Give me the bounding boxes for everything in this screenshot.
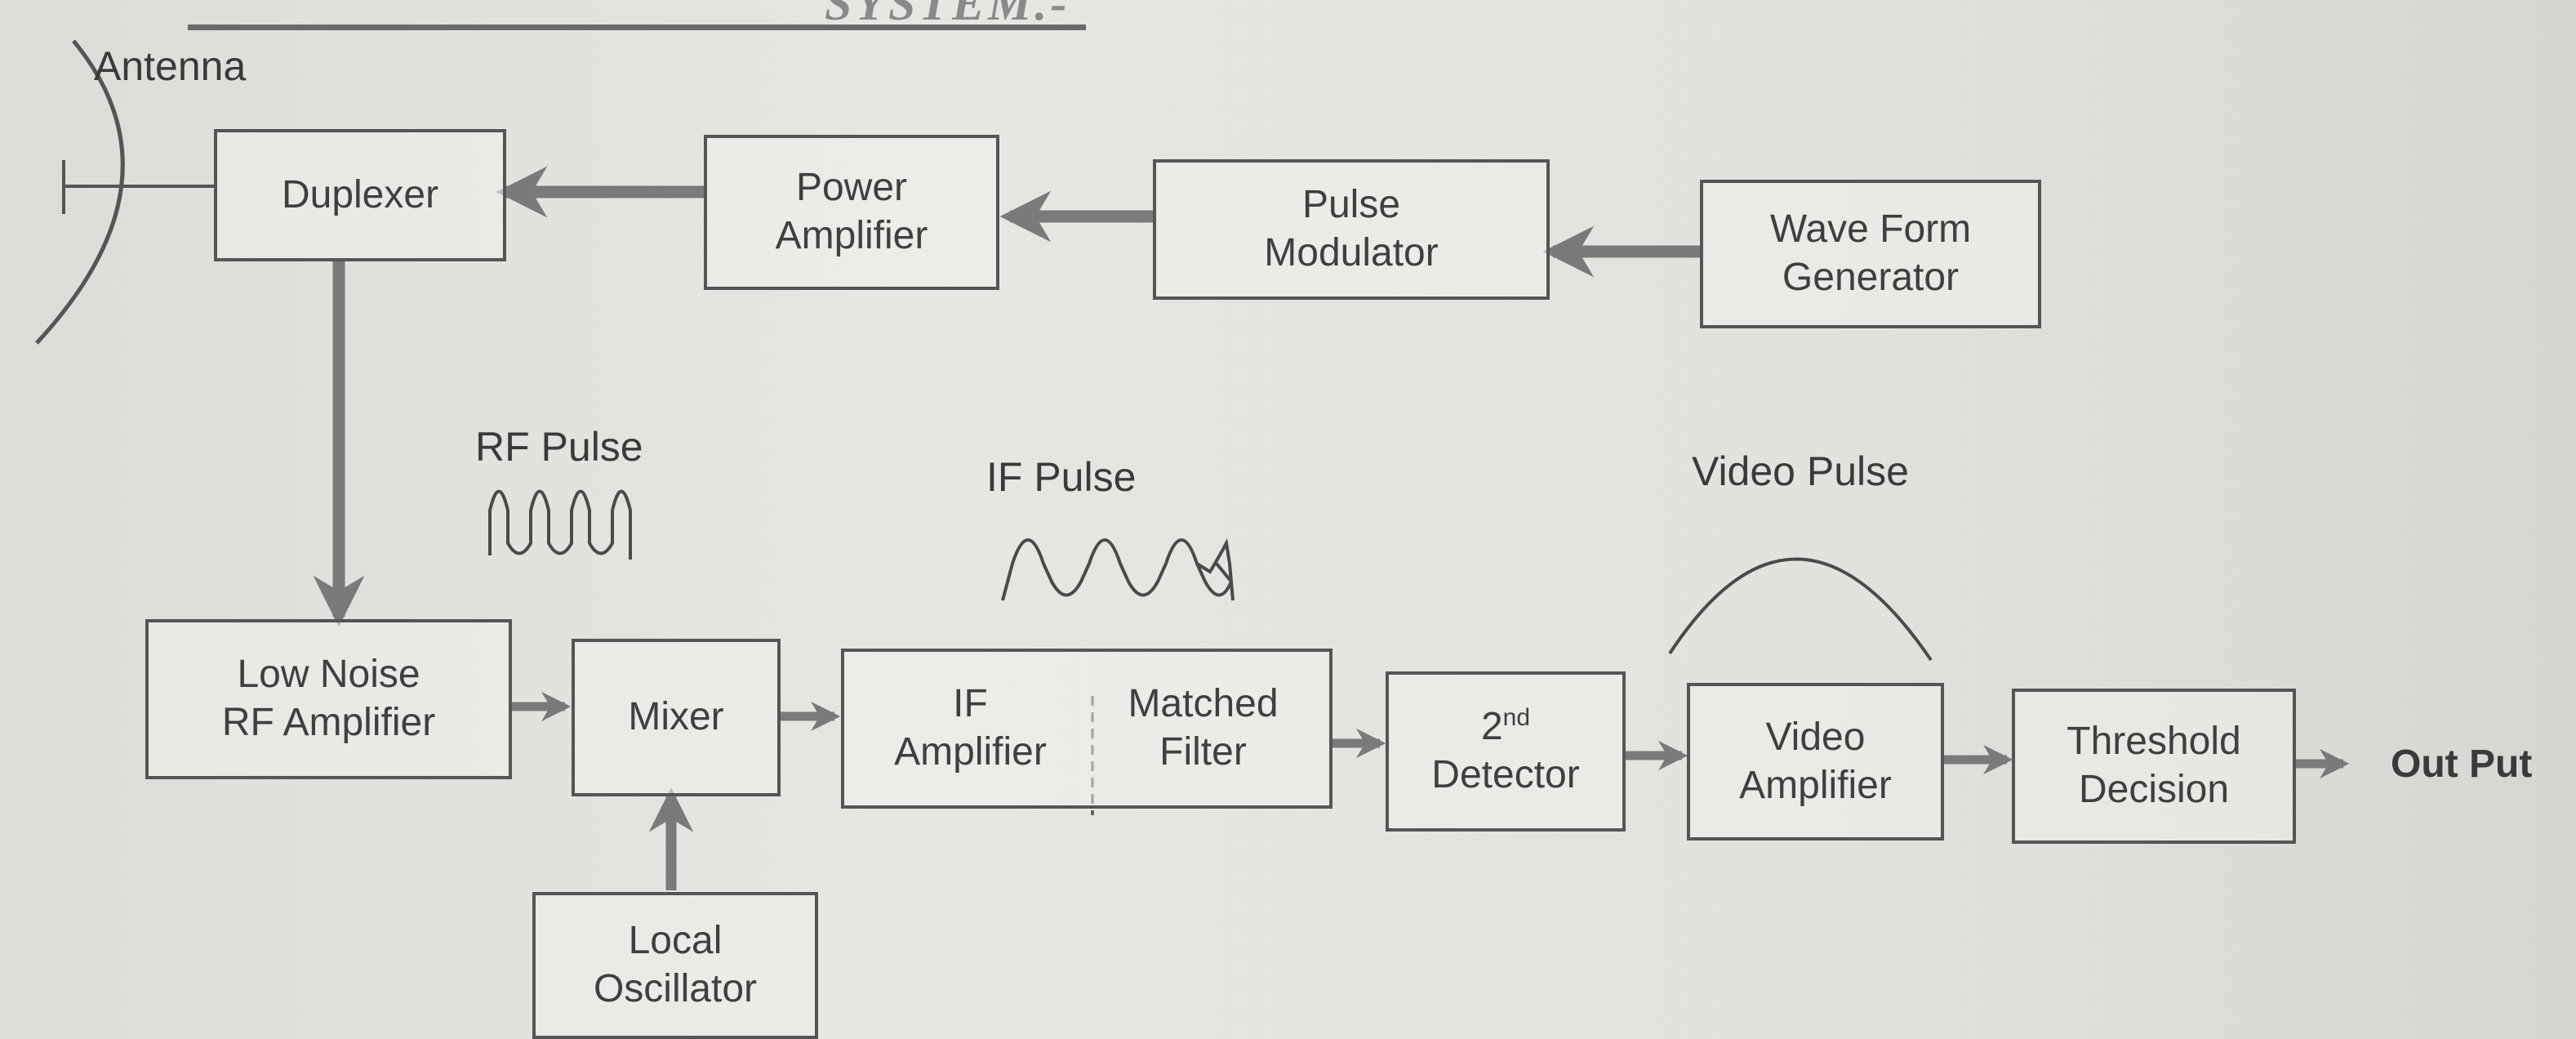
second-detector-block: 2nd Detector (1386, 671, 1626, 832)
local-oscillator-block: Local Oscillator (532, 892, 818, 1039)
antenna-label: Antenna (94, 43, 247, 89)
antenna-icon (35, 39, 214, 345)
waveform-generator-block: Wave Form Generator (1700, 180, 2041, 328)
pulse-modulator-block: Pulse Modulator (1153, 159, 1550, 300)
second-detector-superscript: nd (1502, 704, 1531, 732)
rf-pulse-waveform (488, 489, 632, 560)
duplexer-label: Duplexer (281, 172, 439, 216)
header-underline (188, 25, 1086, 30)
waveform-generator-line2: Generator (1782, 256, 1960, 299)
waveform-generator-line1: Wave Form (1769, 207, 1972, 252)
pulse-modulator-line1: Pulse (1301, 183, 1401, 227)
video-pulse-waveform (1668, 557, 1933, 662)
matched-filter-line1: Matched (1128, 682, 1279, 726)
threshold-decision-line2: Decision (2078, 768, 2230, 811)
if-amplifier-section: IF Amplifier (862, 680, 1079, 776)
power-amplifier-line2: Amplifier (775, 214, 928, 257)
power-amplifier-line1: Power (795, 166, 908, 210)
duplexer-block: Duplexer (214, 129, 506, 261)
power-amplifier-block: Power Amplifier (704, 135, 999, 290)
lna-line2: RF Amplifier (221, 701, 436, 744)
low-noise-rf-amplifier-block: Low Noise RF Amplifier (145, 619, 512, 779)
if-amplifier-line2: Amplifier (894, 730, 1047, 774)
mixer-block: Mixer (572, 639, 781, 796)
output-label: Out Put (2391, 742, 2533, 786)
if-amplifier-line1: IF (953, 682, 988, 726)
matched-filter-line2: Filter (1159, 730, 1247, 774)
threshold-decision-block: Threshold Decision (2012, 689, 2296, 844)
video-amplifier-block: Video Amplifier (1687, 683, 1944, 841)
if-pulse-label: IF Pulse (986, 454, 1137, 500)
video-amplifier-line2: Amplifier (1739, 763, 1892, 807)
second-detector-line1: 2nd (1431, 703, 1579, 751)
matched-filter-section: Matched Filter (1095, 680, 1311, 776)
video-amplifier-line1: Video (1765, 715, 1866, 759)
local-oscillator-line1: Local (628, 919, 723, 963)
threshold-decision-line1: Threshold (2067, 720, 2241, 764)
pulse-modulator-line2: Modulator (1264, 231, 1439, 274)
local-oscillator-line2: Oscillator (593, 967, 758, 1010)
second-detector-number: 2 (1480, 705, 1503, 749)
lna-line1: Low Noise (237, 653, 420, 697)
rf-pulse-label: RF Pulse (475, 424, 643, 470)
mixer-label: Mixer (628, 695, 724, 739)
if-amplifier-matched-filter-block: IF Amplifier Matched Filter (841, 649, 1332, 809)
second-detector-line2: Detector (1431, 753, 1580, 796)
if-pulse-waveform (1001, 537, 1235, 601)
video-pulse-label: Video Pulse (1692, 448, 1909, 494)
